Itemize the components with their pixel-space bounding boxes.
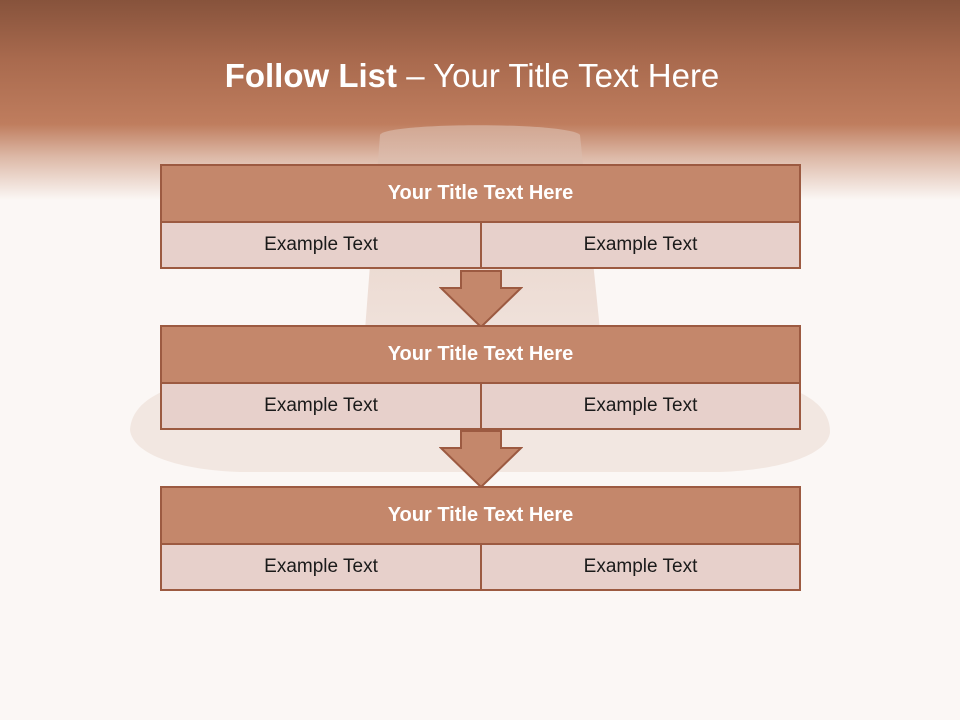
- step-cell-right: Example Text: [482, 384, 799, 428]
- step-cell-left: Example Text: [162, 223, 480, 267]
- down-arrow-1: [439, 270, 523, 329]
- step-cell-left: Example Text: [162, 545, 480, 589]
- slide-title: Follow List – Your Title Text Here: [0, 52, 944, 100]
- step-cell-right: Example Text: [482, 545, 799, 589]
- step-box-3: Your Title Text Here Example Text Exampl…: [160, 486, 801, 591]
- step-box-1: Your Title Text Here Example Text Exampl…: [160, 164, 801, 269]
- step-title: Your Title Text Here: [162, 166, 799, 221]
- slide-title-rest: – Your Title Text Here: [397, 57, 720, 94]
- step-box-2: Your Title Text Here Example Text Exampl…: [160, 325, 801, 430]
- step-cell-right: Example Text: [482, 223, 799, 267]
- down-arrow-2: [439, 430, 523, 489]
- step-cell-left: Example Text: [162, 384, 480, 428]
- step-title: Your Title Text Here: [162, 327, 799, 382]
- slide-title-strong: Follow List: [224, 57, 398, 94]
- step-title: Your Title Text Here: [162, 488, 799, 543]
